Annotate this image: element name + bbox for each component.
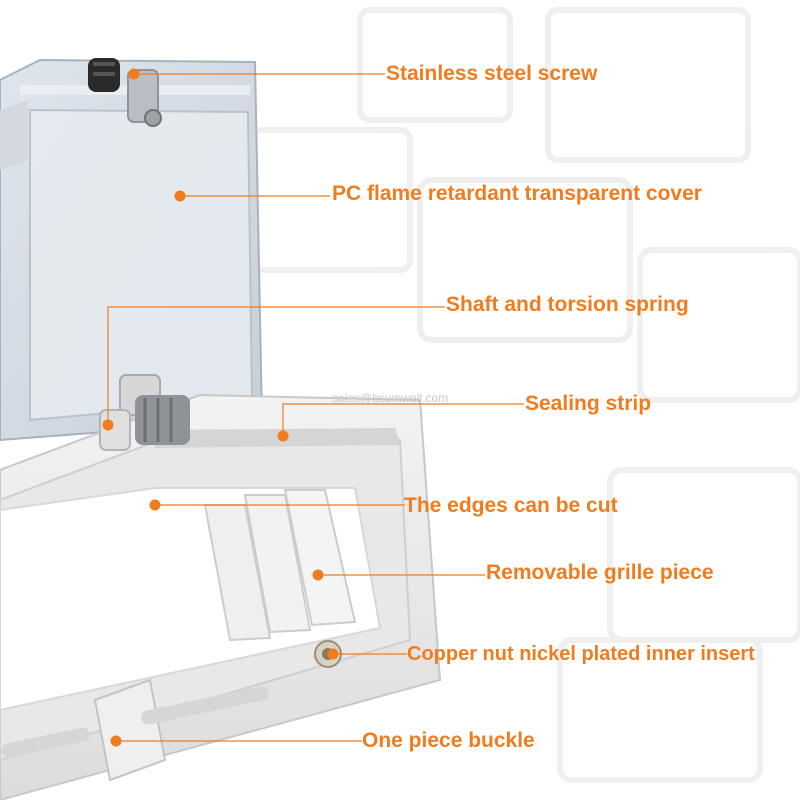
transparent-cover	[0, 58, 264, 442]
buckle	[1, 678, 269, 782]
grille-pieces	[203, 489, 357, 642]
callout-label-cover: PC flame retardant transparent cover	[332, 182, 702, 205]
hinge-spring	[99, 374, 190, 451]
callout-dot-cover	[174, 190, 186, 202]
callout-dot-nut	[327, 648, 339, 660]
callout-dot-buckle	[110, 735, 122, 747]
callout-label-nut: Copper nut nickel plated inner insert	[407, 643, 755, 665]
callout-dot-screw	[128, 68, 140, 80]
callout-leaders	[107, 73, 524, 742]
callout-markers	[102, 68, 339, 747]
callout-label-grille: Removable grille piece	[486, 561, 714, 584]
callout-dot-edges	[149, 499, 161, 511]
callout-dot-spring	[102, 419, 114, 431]
screw	[88, 58, 162, 127]
callout-dot-seal	[277, 430, 289, 442]
callout-label-spring: Shaft and torsion spring	[446, 293, 689, 316]
background-ghost-boxes	[247, 7, 800, 783]
watermark-text: sales@bsumwell.com	[332, 391, 449, 405]
callout-dot-grille	[312, 569, 324, 581]
callout-label-screw: Stainless steel screw	[386, 62, 598, 85]
callout-label-buckle: One piece buckle	[362, 729, 535, 752]
callout-label-seal: Sealing strip	[525, 392, 652, 415]
callout-label-edges: The edges can be cut	[404, 494, 618, 517]
